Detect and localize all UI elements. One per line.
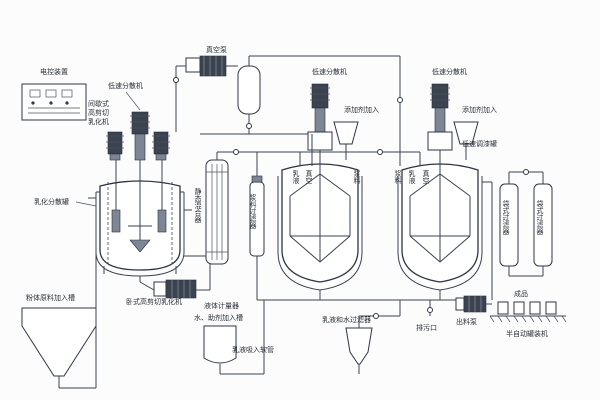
batch-shear-label-3: 乳化机 bbox=[88, 117, 109, 126]
valve-icon bbox=[246, 123, 252, 129]
emulsion-in-label-2: 乳液 bbox=[408, 169, 416, 185]
vacuum-pump-label: 真空泵 bbox=[206, 45, 227, 54]
vacuum-label-1: 真空 bbox=[305, 169, 313, 184]
motor-icon bbox=[130, 111, 150, 161]
bag-filter-label-2: 袋式过滤器 bbox=[536, 199, 544, 236]
water-aid-tank bbox=[203, 325, 237, 374]
drain-label: 排污口 bbox=[416, 323, 437, 332]
emulsion-hose-label: 乳液吸入软管 bbox=[232, 345, 274, 354]
add-agent-label-1: 添加剂加入 bbox=[344, 105, 379, 114]
emulsion-water-filter-label: 乳液和水过滤器 bbox=[322, 315, 371, 324]
valve-icon bbox=[233, 149, 239, 155]
vacuum-receiver bbox=[237, 65, 261, 115]
motor-icon bbox=[427, 83, 453, 151]
valve-icon bbox=[523, 169, 529, 175]
valve-icon bbox=[427, 307, 433, 313]
vacuum-pump bbox=[185, 55, 227, 77]
semi-auto-filler-label: 半自动罐装机 bbox=[506, 329, 548, 338]
bucket-icon bbox=[453, 121, 479, 145]
motor-icon bbox=[152, 131, 170, 161]
emulsify-tank-label: 乳化分散罐 bbox=[34, 197, 69, 206]
low-speed-disperser-label-3: 低速分散机 bbox=[432, 67, 467, 76]
liquid-meter-label: 液体计量器 bbox=[204, 301, 239, 310]
powder-tank bbox=[21, 307, 97, 388]
control-device bbox=[21, 83, 87, 121]
slurry-in-label: 浆料 bbox=[353, 169, 361, 185]
emulsion-in-label: 乳液 bbox=[292, 169, 300, 185]
batch-shear-label: 间歇式 bbox=[88, 99, 109, 108]
bag-filter-1 bbox=[499, 183, 519, 276]
slurry-filter-label: 浆料过滤器 bbox=[249, 193, 257, 230]
powder-tank-label: 粉体原料加入槽 bbox=[26, 293, 75, 302]
horizontal-shear-label: 卧式高剪切乳化机 bbox=[126, 297, 182, 306]
motor-icon bbox=[106, 131, 124, 161]
low-speed-tank-label: 低速调漆罐 bbox=[462, 139, 497, 148]
disperse-tank-1 bbox=[277, 150, 363, 300]
valve-icon bbox=[397, 97, 403, 103]
batch-shear-label-2: 高剪切 bbox=[88, 108, 109, 117]
horizontal-shear bbox=[153, 279, 197, 299]
slurry-in-label-2: 浆料 bbox=[394, 169, 402, 185]
discharge-pump bbox=[455, 295, 487, 313]
bag-filter-label-1: 袋式过滤器 bbox=[502, 199, 510, 236]
discharge-pump-label: 出料泵 bbox=[456, 317, 477, 326]
motor-icon bbox=[307, 83, 333, 151]
valve-icon bbox=[173, 77, 179, 83]
static-mixer bbox=[205, 159, 229, 265]
add-agent-label-2: 添加剂加入 bbox=[462, 105, 497, 114]
water-aid-label: 水、助剂加入槽 bbox=[194, 313, 243, 322]
low-speed-disperser-label-2: 低速分散机 bbox=[312, 67, 347, 76]
finished-label: 成品 bbox=[514, 289, 528, 298]
disperse-tank-2 bbox=[397, 150, 483, 300]
bucket-icon bbox=[333, 121, 359, 145]
valve-icon bbox=[373, 313, 379, 319]
low-speed-disperser-label-1: 低速分散机 bbox=[108, 81, 143, 90]
emulsion-water-filter bbox=[345, 327, 373, 374]
emulsify-tank bbox=[88, 160, 192, 282]
static-mixer-label: 静态混合器 bbox=[194, 187, 202, 224]
control-device-label: 电控装置 bbox=[40, 67, 68, 76]
valve-icon bbox=[377, 149, 383, 155]
vacuum-label-2: 真空 bbox=[422, 169, 430, 184]
semi-auto-filler bbox=[489, 301, 567, 323]
